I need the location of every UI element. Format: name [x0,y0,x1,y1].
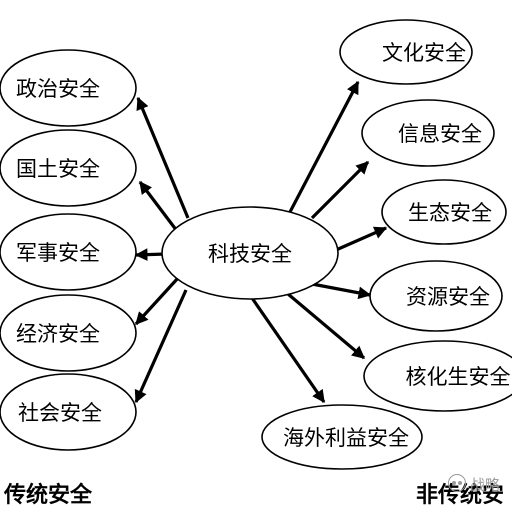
node-label: 海外利益安全 [283,426,409,450]
non-traditional-group: 文化安全 信息安全 生态安全 资源安全 核化生安全 海外利益安全 [261,19,512,470]
arrow-to-society [134,289,188,404]
traditional-group: 政治安全 国土安全 军事安全 经济安全 社会安全 [0,49,137,451]
node-label: 社会安全 [18,401,102,425]
node-nbc: 核化生安全 [363,340,512,412]
center-label: 科技安全 [208,242,292,266]
center-node: 科技安全 [161,206,339,300]
arrows [134,80,388,404]
arrow-to-ecology [335,226,388,252]
node-label: 资源安全 [406,285,490,309]
node-label: 文化安全 [382,41,466,65]
node-label: 生态安全 [408,201,492,225]
node-territory: 国土安全 [0,129,137,207]
arrow-to-economy [134,276,180,326]
wechat-icon [448,474,466,492]
arrow-to-territory [138,180,182,236]
node-overseas: 海外利益安全 [261,404,423,470]
node-resources: 资源安全 [369,260,503,332]
arrow-to-information [310,160,370,220]
node-label: 国土安全 [16,157,100,181]
node-ecology: 生态安全 [381,179,507,245]
arrow-to-culture [288,80,360,213]
node-label: 经济安全 [16,322,100,346]
node-label: 政治安全 [16,77,100,101]
node-economy: 经济安全 [0,294,137,372]
arrow-to-overseas [250,297,326,404]
node-information: 信息安全 [361,99,495,167]
arrow-to-resources [311,282,372,300]
node-society: 社会安全 [0,373,137,451]
node-label: 核化生安全 [406,365,511,389]
traditional-group-label: 传统安全 [3,482,93,508]
watermark-text: 战略 [470,476,501,494]
node-label: 军事安全 [16,241,100,265]
arrow-to-military [134,248,167,262]
node-label: 信息安全 [398,122,482,146]
node-politics: 政治安全 [0,49,137,127]
node-culture: 文化安全 [339,19,473,85]
arrow-to-nbc [286,292,366,360]
arrow-to-politics [136,96,190,219]
watermark: 战略 [444,470,512,498]
node-military: 军事安全 [0,213,137,291]
